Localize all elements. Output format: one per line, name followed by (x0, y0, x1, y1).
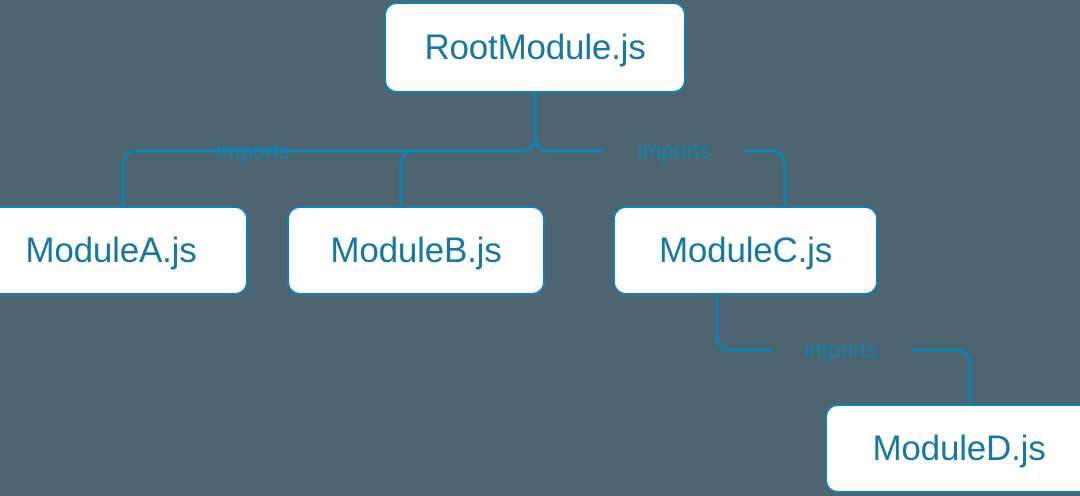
node-module-b[interactable]: ModuleB.js (287, 206, 545, 295)
node-module-a[interactable]: ModuleA.js (0, 206, 248, 295)
connector-root-to-moduleA (121, 149, 520, 208)
node-label-module-b: ModuleB.js (330, 230, 502, 270)
node-label-root-module: RootModule.js (424, 27, 646, 67)
node-module-d[interactable]: ModuleD.js (825, 404, 1080, 493)
connector-moduleC-to-moduleD (715, 295, 772, 352)
node-module-c[interactable]: ModuleC.js (613, 206, 878, 295)
node-label-module-a: ModuleA.js (25, 230, 197, 270)
node-label-module-d: ModuleD.js (872, 428, 1046, 468)
connector-root-trunk (533, 93, 551, 153)
connector-root-to-moduleB (399, 135, 537, 208)
edge-label-module-c-to-module-d: imports (804, 336, 878, 363)
node-root-module[interactable]: RootModule.js (384, 2, 686, 93)
connector-moduleC-to-moduleD-right (911, 348, 972, 406)
edge-label-root-to-module-c: imports (637, 137, 711, 164)
node-label-module-c: ModuleC.js (658, 230, 833, 270)
edge-label-root-to-module-a: imports (216, 137, 290, 164)
connector-root-to-moduleC-right (745, 149, 787, 208)
